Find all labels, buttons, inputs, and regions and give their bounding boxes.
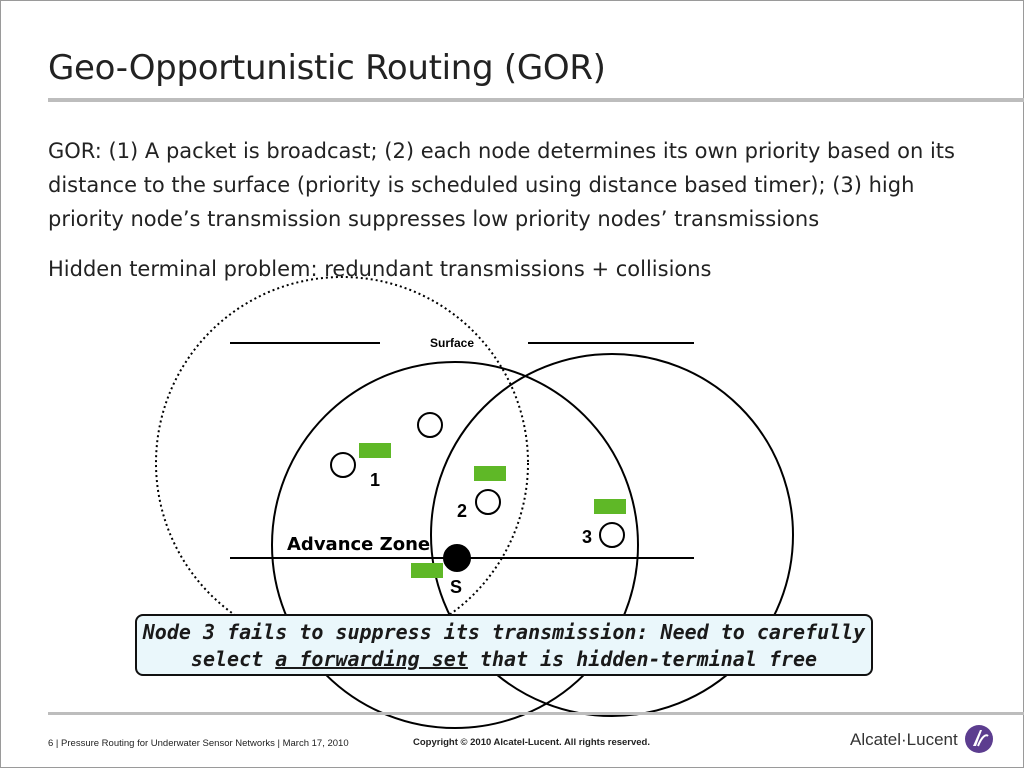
node-3-packet [594,499,626,514]
callout-line-1: Node 3 fails to suppress its transmissio… [142,620,866,644]
callout-line-2-post: that is hidden-terminal free [467,647,818,671]
callout-forwarding-set: a forwarding set [275,647,468,671]
node-2-packet [474,466,506,481]
node-1 [330,452,356,478]
body-paragraph-hidden-terminal: Hidden terminal problem: redundant trans… [48,257,712,281]
node-1-packet [359,443,391,458]
node-3 [599,522,625,548]
alcatel-lucent-logo-text: Alcatel·Lucent [850,730,958,749]
node-1-label: 1 [370,470,380,490]
alcatel-lucent-logo-icon [965,725,993,753]
body-paragraph-gor: GOR: (1) A packet is broadcast; (2) each… [48,139,955,231]
surface-label: Surface [430,336,474,350]
footer-slide-info: 6 | Pressure Routing for Underwater Sens… [48,738,349,749]
node-2 [475,489,501,515]
callout-box: Node 3 fails to suppress its transmissio… [135,614,873,676]
advance-zone-label: Advance Zone [287,534,430,555]
source-packet [411,563,443,578]
node-unlabeled [417,412,443,438]
title-divider [48,98,1024,102]
node-3-label: 3 [582,527,592,547]
slide-body: GOR: (1) A packet is broadcast; (2) each… [48,134,988,286]
source-range-circle [271,361,639,729]
source-node [443,544,471,572]
footer-divider [48,712,1024,715]
source-label: S [450,577,462,597]
node-3-range-circle [430,353,794,717]
footer-copyright: Copyright © 2010 Alcatel-Lucent. All rig… [413,737,650,748]
node-2-label: 2 [457,501,467,521]
callout-line-2: select a forwarding set that is hidden-t… [137,646,871,673]
node-1-range-circle [155,276,529,650]
slide-title: Geo-Opportunistic Routing (GOR) [48,48,606,88]
callout-line-2-pre: select [190,647,276,671]
